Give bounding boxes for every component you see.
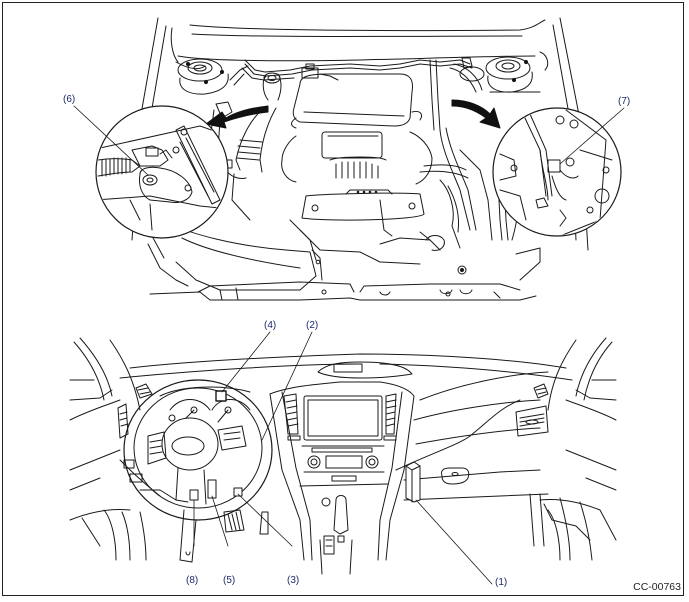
cowl-top [190, 20, 545, 31]
callout-3: (3) [287, 575, 300, 586]
dashboard-top [130, 354, 566, 368]
callout-4: (4) [264, 320, 277, 331]
infotainment-screen [304, 396, 382, 440]
center-console [270, 382, 414, 574]
pedals [224, 510, 268, 534]
component-5-switch [208, 480, 216, 498]
component-1-module [406, 462, 420, 502]
callout-8: (8) [186, 575, 199, 586]
leader-line-3 [238, 494, 292, 546]
engine-cover [292, 74, 422, 128]
logo-oval [172, 437, 204, 455]
callout-1: (1) [495, 577, 508, 588]
left-knob [308, 456, 320, 468]
component-4-square [216, 391, 226, 401]
arrow-to-detail-6 [206, 106, 268, 128]
component-8-switch [190, 490, 198, 500]
callout-2: (2) [306, 320, 319, 331]
callout-6: (6) [63, 94, 76, 105]
leader-line-5 [212, 496, 228, 546]
figure-id: CC-00763 [633, 581, 681, 593]
figure-frame [2, 2, 684, 596]
leader-line-1 [416, 500, 492, 584]
air-box [172, 224, 322, 290]
glovebox-handle [441, 468, 468, 484]
left-strut-tower [178, 59, 228, 94]
leader-line-2 [262, 332, 312, 440]
leader-line-7 [560, 108, 624, 164]
callout-7: (7) [618, 96, 631, 107]
right-strut-tower [486, 57, 540, 92]
arrow-to-detail-7 [452, 100, 500, 128]
engine-compartment-view [74, 18, 624, 300]
right-knob [366, 456, 378, 468]
detail-circle-6 [96, 106, 240, 238]
component-3-switch [234, 488, 242, 496]
intercooler [302, 190, 424, 220]
dashboard-view [70, 332, 616, 584]
steering-hub [162, 418, 218, 470]
steering-wheel [124, 380, 272, 562]
leader-line-4 [222, 332, 270, 392]
callout-5: (5) [223, 575, 236, 586]
top-display [334, 364, 362, 372]
leader-line-6 [74, 106, 148, 175]
engine-fins [330, 157, 386, 178]
detail-circle-7 [493, 108, 621, 236]
radiator-support [148, 236, 540, 300]
